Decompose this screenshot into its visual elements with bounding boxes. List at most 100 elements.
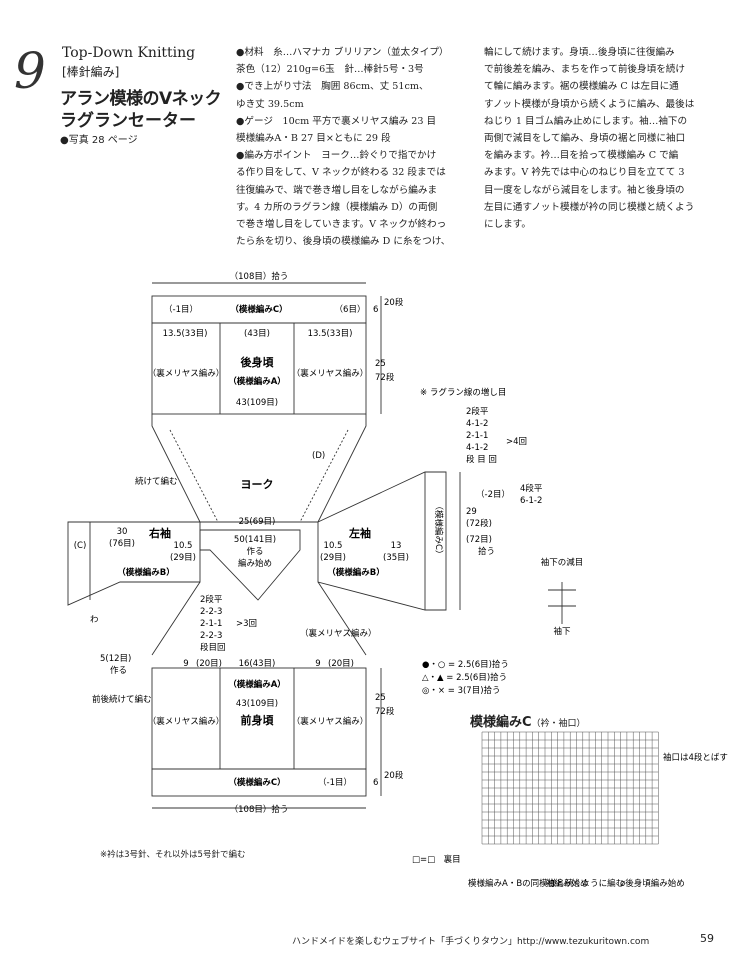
yoke-start: 編み始め: [238, 558, 272, 569]
chart-label-a: 模様編みA・Bの同模様と続くように編む: [468, 878, 624, 889]
back-length-cm: 25: [375, 359, 386, 369]
instruction-line: 目一度をしながら減目をします。袖と後身頃の: [484, 184, 685, 196]
footer-site: ハンドメイドを楽しむウェブサイト「手づくりタウン」http://www.tezu…: [292, 937, 650, 947]
instruction-line: みます。V 衿先では中心のねじり目を立てて 3: [484, 167, 685, 179]
back-pattern: （模様編みA）: [228, 376, 286, 387]
instruction-line: 模様編みA・B 27 目×ともに 29 段: [236, 133, 391, 145]
front-right-9: 9: [315, 659, 320, 669]
neck-rule-5: 段目回: [200, 642, 226, 653]
collar-top-right: （6目）: [335, 304, 366, 315]
raglan-rule-2: 4-1-2: [466, 419, 488, 429]
title-line-1: アラン模様のVネック: [60, 89, 222, 109]
front-length-rows: 72段: [375, 706, 395, 717]
left-sleeve-length-rows: (72段): [466, 518, 492, 529]
legend-1: ●・○ = 2.5(6目)拾う: [422, 659, 509, 670]
collar-bottom-right: （-1目）: [318, 777, 352, 788]
left-sleeve-decrease: （-2目）: [476, 489, 510, 500]
raglan-rule-1: 2段平: [466, 406, 489, 417]
back-length-rows: 72段: [375, 372, 395, 383]
left-sleeve-title: 左袖: [348, 526, 371, 540]
instruction-line: 茶色（12）210g=6玉 針…棒針5号・3号: [236, 64, 424, 76]
yoke-title: ヨーク: [241, 478, 274, 491]
page-number: 59: [700, 932, 714, 945]
left-sleeve-width: 10.5: [324, 541, 343, 551]
d-label: (D): [312, 451, 325, 461]
left-sleeve-width-2: 13: [391, 541, 402, 551]
front-side-left: （裏メリヤス編み）: [148, 716, 225, 727]
sleeve-decrease-label: 袖下: [553, 626, 571, 637]
yoke-cast-on-make: 作る: [246, 546, 263, 557]
instruction-line: 両側で減目をして編み、身頃の裾と同様に袖口: [484, 133, 686, 145]
instruction-line: ●材料 糸…ハマナカ ブリリアン（並太タイプ）: [236, 47, 449, 58]
right-sleeve-cuff: (C): [74, 541, 87, 551]
left-sleeve-cuff: （模様編みC）: [433, 502, 444, 559]
back-top-left: 13.5(33目): [163, 329, 208, 339]
left-sleeve-decrease-rule-2: 6-1-2: [520, 496, 542, 506]
instruction-line: る作り目をして、V ネックが終わる 32 段までは: [236, 167, 446, 179]
left-sleeve-pickup: (72目): [466, 535, 492, 545]
instruction-line: ねじり 1 目ゴム編み止めにします。袖…袖下の: [484, 115, 688, 127]
instruction-line: を編みます。衿…目を拾って模様編み C で編: [484, 150, 679, 162]
collar-top-rows: 20段: [384, 297, 404, 308]
instruction-line: 往復編みで、端で巻き増し目をしながら編みま: [236, 184, 438, 196]
front-back-cont: 前後続けて編む: [92, 694, 152, 705]
back-top-mid: (43目): [244, 329, 270, 339]
pattern-number: 9: [14, 42, 46, 100]
instruction-line: ゆき丈 39.5cm: [236, 98, 304, 110]
left-sleeve-width-2-sts: (35目): [383, 553, 409, 563]
neck-rule-3: 2-1-1: [200, 619, 222, 629]
right-sleeve-title: 右袖: [148, 526, 171, 540]
yoke-width: 25(69目): [239, 517, 276, 527]
back-top-right: 13.5(33目): [308, 329, 353, 339]
sleeve-decrease-title: 袖下の減目: [541, 557, 584, 568]
wa-label: わ: [90, 615, 99, 625]
right-sleeve-width-sts: (29目): [170, 553, 196, 563]
left-sleeve-pickup-2: 拾う: [478, 546, 495, 557]
back-side-right: （裏メリヤス編み）: [292, 368, 369, 379]
chart-label-b: 袖編み始め: [546, 878, 589, 889]
collar-top-pattern: （模様編みC）: [230, 304, 287, 315]
front-pattern: （模様編みA）: [228, 679, 286, 690]
neck-rule-4: 2-2-3: [200, 631, 222, 641]
make-label: 作る: [110, 665, 127, 676]
instruction-line: たら糸を切り、後身頃の模様編み D に糸をつけ、: [236, 236, 451, 248]
back-side-left: （裏メリヤス編み）: [148, 368, 225, 379]
instruction-line: す。4 カ所のラグラン線（模様編み D）の両側: [236, 201, 438, 213]
front-left-9-sts: (20目): [196, 659, 222, 669]
left-sleeve-pattern: （模様編みB）: [327, 567, 384, 578]
right-sleeve-length-sts: (76目): [109, 539, 135, 549]
legend-2: △・▲ = 2.5(6目)拾う: [422, 672, 507, 683]
collar-top-left: （-1目）: [164, 304, 198, 315]
instruction-line: て輪に編みます。裾の模様編み C は左目に通: [484, 81, 679, 93]
top-pickup-label: （108目）拾う: [230, 271, 289, 282]
raglan-rule-5: 段 目 回: [466, 454, 497, 465]
collar-top-cm: 6: [373, 305, 378, 315]
raglan-rule-4: 4-1-2: [466, 443, 488, 453]
make-5-label: 5(12目): [100, 654, 131, 664]
chart-legend-key: □=□ 裏目: [412, 854, 461, 865]
raglan-times: >4回: [506, 437, 527, 447]
front-title: 前身頃: [241, 713, 275, 727]
raglan-note: ※ ラグラン線の増し目: [420, 387, 506, 398]
neck-rule-1: 2段平: [200, 594, 223, 605]
cont-label: 続けて編む: [135, 476, 178, 487]
bottom-pickup-label: （108目）拾う: [230, 804, 289, 815]
instruction-line: にします。: [484, 219, 532, 231]
photo-reference: ●写真 28 ページ: [60, 135, 138, 146]
chart-note-right: 袖口は4段とばす: [663, 752, 728, 763]
chart-title: 模様編みC（衿・袖口）: [470, 715, 586, 730]
raglan-rule-3: 2-1-1: [466, 431, 488, 441]
left-sleeve-width-sts: (29目): [320, 553, 346, 563]
front-side-right: （裏メリヤス編み）: [292, 716, 369, 727]
neck-rule-2: 2-2-3: [200, 607, 222, 617]
instruction-line: すノット模様が身頃から続くように編み、最後は: [484, 98, 695, 110]
category-label: Top-Down Knitting: [62, 45, 196, 61]
collar-bottom-pattern: （模様編みC）: [228, 777, 285, 788]
instruction-line: ●ゲージ 10cm 平方で裏メリヤス編み 23 目: [236, 115, 437, 127]
front-length-cm: 25: [375, 693, 386, 703]
uramery-label: （裏メリヤス編み）: [300, 628, 377, 639]
subcategory-label: [棒針編み]: [62, 65, 120, 79]
front-right-9-sts: (20目): [328, 659, 354, 669]
right-sleeve-length: 30: [117, 527, 128, 537]
